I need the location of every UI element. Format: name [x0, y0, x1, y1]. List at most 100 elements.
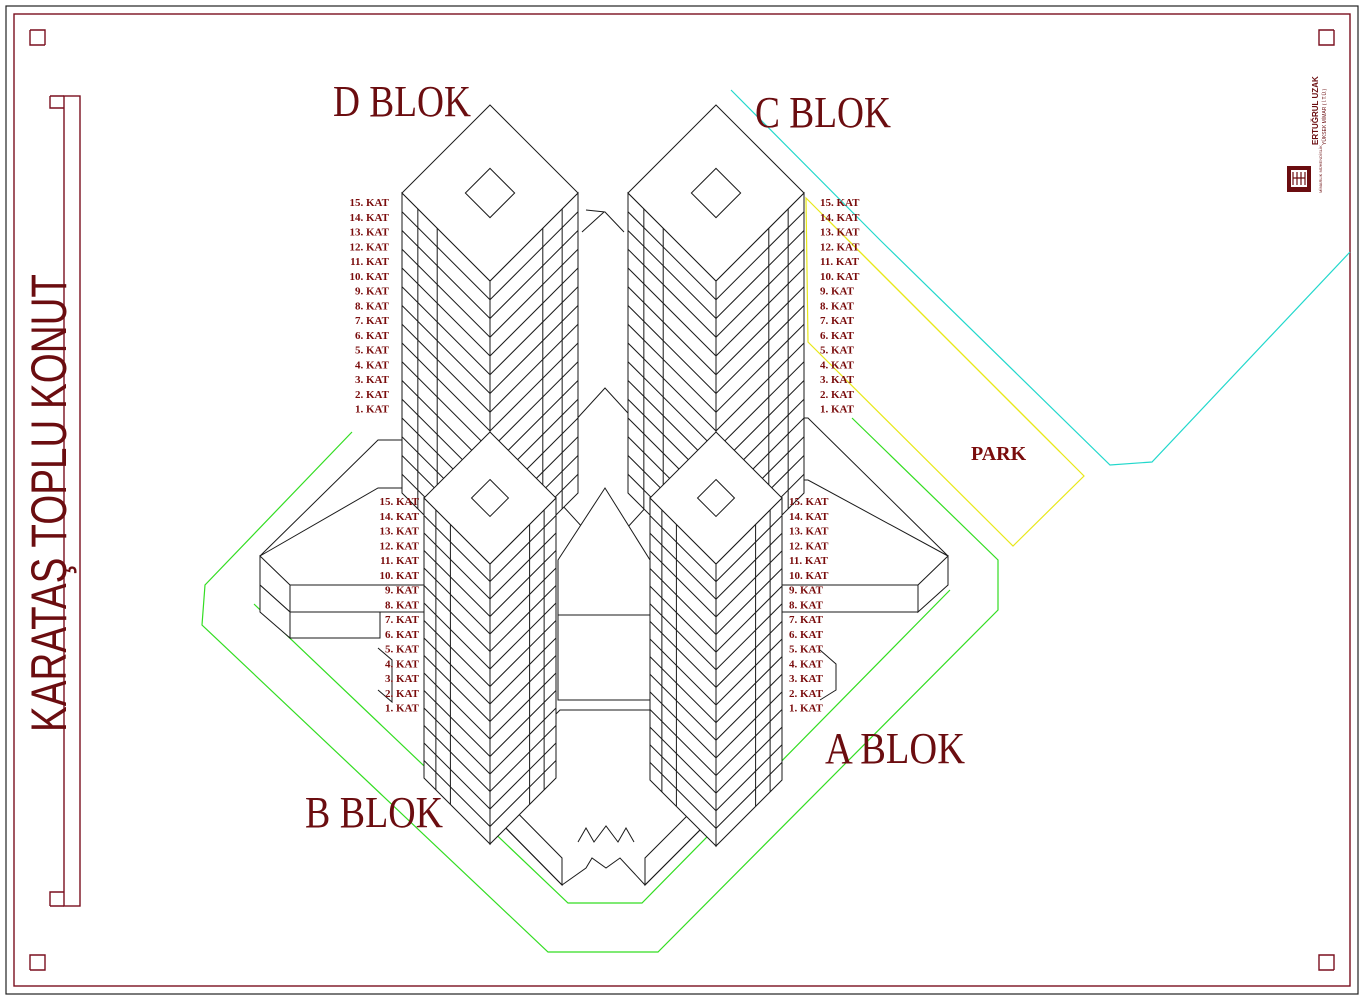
floor-label: 15. KAT — [379, 496, 419, 508]
floor-label: 7. KAT — [820, 315, 855, 327]
floor-line-left — [649, 656, 717, 723]
floor-label: 6. KAT — [789, 629, 824, 641]
floor-line-left — [627, 267, 717, 357]
floor-label: 8. KAT — [789, 599, 824, 611]
floor-label: 12. KAT — [820, 241, 860, 253]
floor-line-right — [715, 568, 783, 635]
floor-label: 7. KAT — [789, 614, 824, 626]
floor-line-right — [489, 305, 579, 394]
park-boundary-inner — [827, 219, 1061, 453]
site-boundary — [201, 417, 999, 953]
floor-label: 5. KAT — [355, 345, 390, 357]
floor-label: 13. KAT — [820, 227, 860, 239]
floor-line-left — [401, 267, 491, 357]
roof-core — [470, 478, 510, 518]
floor-label: 4. KAT — [820, 359, 855, 371]
floor-label: 2. KAT — [820, 389, 855, 401]
floor-line-left — [401, 211, 491, 301]
floor-line-right — [489, 672, 557, 740]
floor-line-right — [489, 655, 557, 722]
floor-label: 15. KAT — [820, 197, 860, 209]
block-label-b: B BLOK — [305, 788, 443, 837]
floor-label: 6. KAT — [355, 330, 390, 342]
floor-line-left — [649, 532, 717, 600]
floor-label: 3. KAT — [789, 673, 824, 685]
floor-label: 12. KAT — [349, 241, 389, 253]
floor-label: 8. KAT — [820, 300, 855, 312]
floor-label: 11. KAT — [789, 555, 829, 567]
floor-line-right — [489, 532, 557, 600]
floor-line-right — [715, 550, 783, 618]
floor-label: 7. KAT — [385, 614, 420, 626]
floor-line-right — [489, 585, 557, 652]
floor-line-right — [489, 248, 579, 338]
logo-text: MİMARLIK MÜHENDİSLİK — [1318, 145, 1323, 193]
floor-line-right — [489, 211, 579, 301]
floor-label: 1. KAT — [789, 703, 824, 715]
floor-label: 6. KAT — [820, 330, 855, 342]
floor-line-right — [715, 532, 783, 600]
floor-line-right — [715, 656, 783, 723]
floor-line-right — [489, 725, 557, 792]
floor-label: 7. KAT — [355, 315, 390, 327]
floor-line-right — [715, 638, 783, 706]
towers — [401, 104, 805, 848]
floor-line-right — [489, 550, 557, 617]
park-label: PARK — [971, 443, 1027, 465]
floor-line-right — [489, 567, 557, 635]
floor-line-left — [423, 602, 491, 670]
floor-line-left — [649, 603, 717, 671]
block-label-a: A BLOK — [825, 724, 965, 773]
floor-line-right — [715, 744, 783, 812]
floor-label: 6. KAT — [385, 629, 420, 641]
floor-line-right — [715, 267, 805, 357]
floor-label: 14. KAT — [349, 212, 389, 224]
floor-label: 13. KAT — [789, 526, 829, 538]
floor-label: 13. KAT — [379, 526, 419, 538]
floor-line-left — [627, 248, 717, 338]
floor-line-left — [423, 760, 491, 827]
tower-roof — [627, 104, 805, 282]
floor-label: 1. KAT — [355, 404, 390, 416]
floor-line-left — [423, 707, 491, 775]
floor-label: 3. KAT — [820, 374, 855, 386]
sheet-title: KARATAŞ TOPLU KONUT — [21, 274, 77, 732]
floor-label: 4. KAT — [385, 658, 420, 670]
floor-label: 2. KAT — [355, 389, 390, 401]
roof-core — [690, 167, 742, 219]
floor-label: 10. KAT — [349, 271, 389, 283]
floor-line-left — [627, 361, 717, 451]
floor-label: 11. KAT — [820, 256, 860, 268]
floor-label: 2. KAT — [789, 688, 824, 700]
author-name: ERTUĞRUL UZAK — [1311, 76, 1320, 145]
floor-line-left — [649, 515, 717, 582]
floor-line-right — [715, 361, 805, 451]
floor-line-right — [489, 230, 579, 319]
floor-label: 3. KAT — [355, 374, 390, 386]
floor-label: 9. KAT — [355, 286, 390, 298]
tower-roof — [423, 431, 557, 565]
site-boundary-inner — [253, 589, 951, 904]
floor-line-right — [715, 323, 805, 413]
floor-line-right — [715, 603, 783, 671]
floor-line-right — [489, 707, 557, 775]
floor-label: 10. KAT — [820, 271, 860, 283]
floor-line-left — [401, 248, 491, 338]
floor-label: 9. KAT — [820, 286, 855, 298]
floor-line-left — [627, 286, 717, 376]
floor-line-right — [489, 602, 557, 670]
floor-line-right — [489, 760, 557, 827]
floor-line-right — [489, 637, 557, 705]
floor-label: 12. KAT — [789, 540, 829, 552]
floor-line-left — [423, 637, 491, 705]
floor-label: 4. KAT — [355, 359, 390, 371]
floor-line-right — [489, 620, 557, 687]
a-tower — [649, 431, 783, 848]
floor-label: 1. KAT — [820, 404, 855, 416]
floor-line-left — [649, 709, 717, 776]
floor-line-left — [423, 690, 491, 757]
floor-line-left — [649, 673, 717, 741]
floor-line-right — [715, 585, 783, 653]
floor-line-left — [423, 567, 491, 635]
